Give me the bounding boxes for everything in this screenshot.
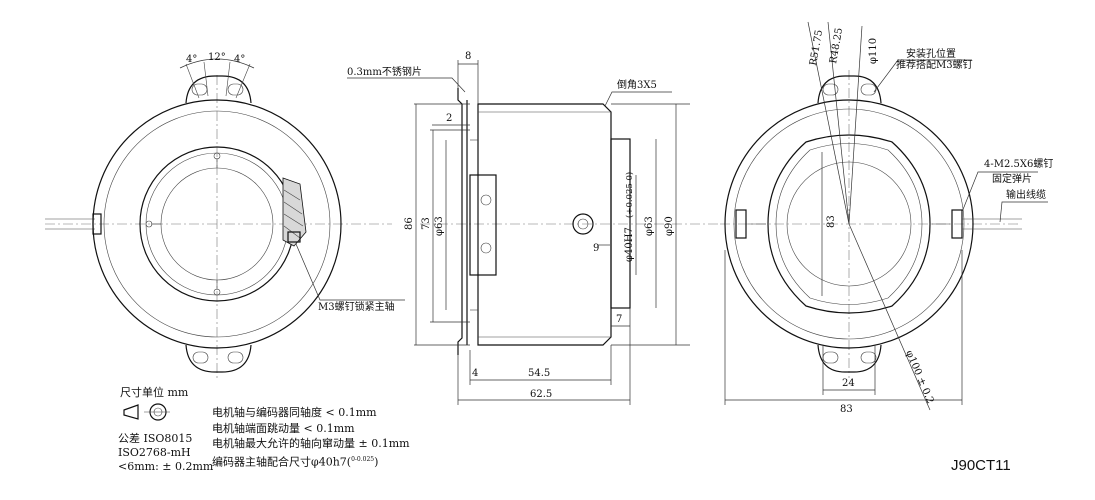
dim-4: 4 [472,368,478,379]
dim-83: 83 [840,404,853,415]
angle-mid-label: 12° [208,52,226,63]
tolerance-standard-1: 公差 ISO8015 [118,432,193,445]
tolerance-rule: <6mm: ± 0.2mm [118,460,214,473]
dim-63-left: φ63 [434,216,445,236]
dim-40h7: φ40H7 [624,227,635,262]
dim-2: 2 [446,113,452,124]
model-number: J90CT11 [951,457,1011,474]
cable-label: 输出线缆 [1006,188,1046,201]
note-fit: 编码器主轴配合尺寸φ40h7(0-0.025) [212,452,410,470]
unit-label: 尺寸单位 mm [120,386,189,399]
dia-110: φ110 [868,38,879,64]
dia-100: φ100 ± 0.2 [903,349,935,406]
dim-62-5: 62.5 [530,389,552,400]
dim-86: 86 [404,217,415,230]
dim-90: φ90 [664,216,675,236]
note-2: 电机轴端面跳动量 < 0.1mm [212,421,355,435]
screw-lock-label: M3螺钉锁紧主轴 [318,300,395,313]
note-3: 电机轴最大允许的轴向窜动量 ± 0.1mm [212,437,410,450]
dim-7: 7 [616,314,622,325]
chamfer-label: 倒角3X5 [617,79,657,91]
notes-block: 电机轴与编码器同轴度 < 0.1mm 电机轴端面跳动量 < 0.1mm 电机轴最… [212,405,410,470]
dim-63-right: φ63 [644,216,655,236]
screw-label-2: 固定弹片 [992,172,1032,185]
note-1: 电机轴与编码器同轴度 < 0.1mm [212,406,377,419]
mount-hole-label-2: 推荐搭配M3螺钉 [896,58,973,71]
fit-text: 编码器主轴配合尺寸φ40h7( [212,455,352,469]
screw-label-1: 4-M2.5X6螺钉 [984,158,1053,170]
plate-label: 0.3mm不锈钢片 [347,65,422,78]
back-view: R51.75 R48.25 φ110 安装孔位置 推荐搭配M3螺钉 4-M2.5… [720,21,1053,415]
radius-48-25: R48.25 [828,27,845,65]
fit-close: ) [374,455,379,469]
fit-lower: -0.025 [354,455,375,463]
angle-right-label: 4° [234,54,245,65]
dim-24: 24 [842,378,855,389]
dim-73: 73 [421,217,432,230]
dim-8: 8 [465,51,471,62]
projection-symbol [123,403,170,421]
fit-upper: 0 [351,455,355,463]
dim-9: 9 [593,243,599,254]
dim-40h7-tol: (+0.025 0) [624,172,635,218]
front-view: 4° 12° 4° M3螺钉锁紧主轴 [45,52,405,378]
dim-83-vertical: 83 [826,215,837,228]
tolerance-block: 公差 ISO8015 ISO2768-mH <6mm: ± 0.2mm [118,432,213,474]
dim-54-5: 54.5 [528,368,550,379]
mount-hole-label-1: 安装孔位置 [906,47,956,60]
tolerance-standard-2: ISO2768-mH [118,446,191,459]
side-view: 0.3mm不锈钢片 8 2 倒角3X5 86 73 φ63 φ40H7 (+0.… [347,51,720,405]
angle-left-label: 4° [186,54,197,65]
